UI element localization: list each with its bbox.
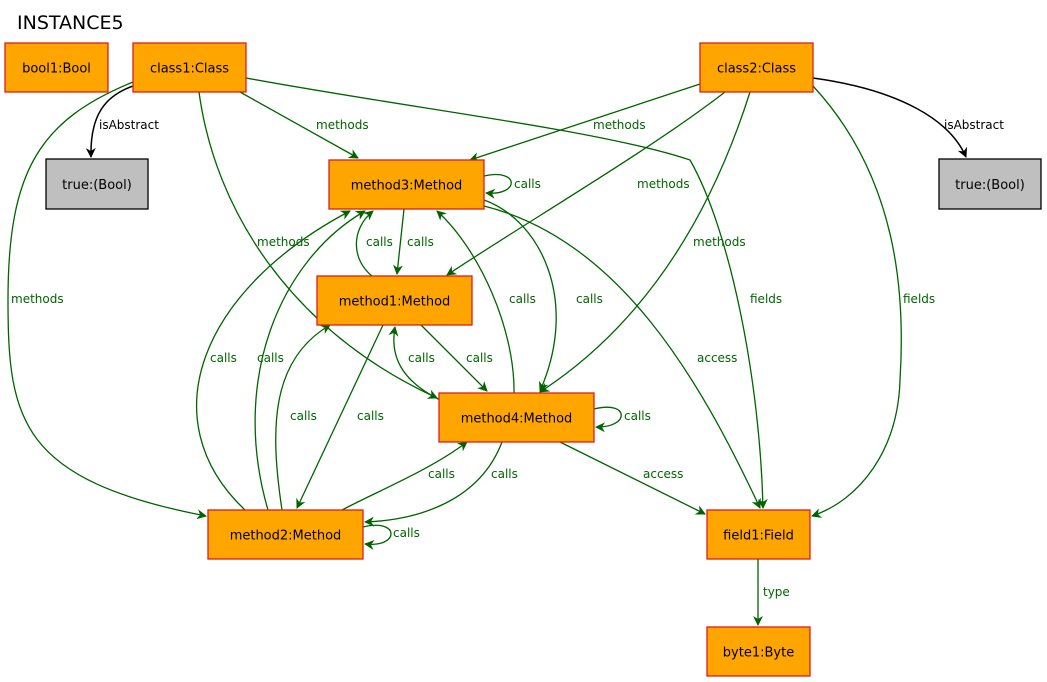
edge-method4-to-method1 [388, 326, 441, 401]
edge-method3-to-method4 [483, 199, 557, 392]
edge-method4-to-method4 [593, 406, 622, 433]
node-label-method3: method3:Method [351, 179, 463, 194]
node-box-byte1[interactable] [706, 626, 811, 677]
node-box-field1[interactable] [706, 509, 811, 560]
node-box-method3[interactable] [328, 159, 485, 210]
edge-label-calls: calls [366, 235, 393, 249]
edge-label-methods: methods [637, 177, 690, 191]
edge-label-calls: calls [491, 467, 518, 481]
edge-method2-to-method4 [341, 441, 468, 511]
node-label-method2: method2:Method [230, 529, 342, 544]
node-label-true1: true:(Bool) [62, 178, 132, 193]
node-box-class1[interactable] [132, 42, 247, 93]
node-class2[interactable]: class2:Class [699, 42, 814, 93]
edge-label-methods: methods [11, 292, 64, 306]
diagram-title: INSTANCE5 [17, 12, 124, 34]
node-label-true2: true:(Bool) [955, 178, 1025, 193]
edge-method2-to-method3 [196, 210, 351, 511]
edge-label-calls: calls [466, 351, 493, 365]
edge-label-fields: fields [750, 292, 782, 306]
edge-label-calls: calls [357, 409, 384, 423]
node-box-method4[interactable] [438, 392, 595, 443]
edges-layer [7, 77, 968, 626]
edge-class2-to-method3 [469, 83, 701, 162]
node-label-method1: method1:Method [339, 295, 451, 310]
edge-method1-to-method4 [420, 324, 488, 392]
edge-label-methods: methods [316, 118, 369, 132]
edge-label-methods: methods [693, 235, 746, 249]
node-box-true2[interactable] [938, 158, 1042, 210]
edge-label-calls: calls [514, 177, 541, 191]
node-box-true1[interactable] [45, 158, 149, 210]
edge-method4-to-field1 [559, 441, 706, 515]
edge-method4-to-method3 [436, 210, 515, 394]
edge-label-type: type [763, 585, 790, 599]
nodes-layer: bool1:Bool class1:Class class2:Class true:(… [4, 42, 1042, 677]
edge-class2-to-method4 [539, 91, 751, 393]
edge-method3-to-method1 [392, 208, 405, 275]
node-label-method4: method4:Method [461, 412, 573, 427]
node-label-byte1: byte1:Byte [723, 646, 794, 661]
edge-label-calls: calls [407, 235, 434, 249]
edge-method2-to-method1 [275, 324, 331, 511]
node-true2[interactable]: true:(Bool) [938, 158, 1042, 210]
node-method4[interactable]: method4:Method [438, 392, 595, 443]
node-class1[interactable]: class1:Class [132, 42, 247, 93]
edge-method2-to-method2 [362, 524, 392, 550]
edge-label-isAbstract: isAbstract [944, 118, 1004, 132]
node-true1[interactable]: true:(Bool) [45, 158, 149, 210]
edge-class1-to-method2 [7, 81, 207, 520]
edge-class2-to-field1 [811, 85, 902, 518]
edge-class2-to-true2 [812, 77, 968, 158]
node-method1[interactable]: method1:Method [316, 275, 473, 326]
node-method2[interactable]: method2:Method [207, 509, 364, 560]
edge-label-calls: calls [428, 467, 455, 481]
edge-class1-to-method3 [239, 91, 359, 159]
edge-method4-to-method2 [364, 441, 503, 527]
edge-label-calls: calls [509, 292, 536, 306]
edge-label-calls: calls [393, 526, 420, 540]
edge-label-fields: fields [903, 292, 935, 306]
edge-class1-to-method4 [198, 91, 438, 399]
edge-method3-to-method3 [483, 173, 512, 199]
edge-label-calls: calls [257, 351, 284, 365]
edge-label-access: access [643, 467, 683, 481]
node-field1[interactable]: field1:Field [706, 509, 811, 560]
edge-class1-to-true1 [85, 85, 134, 158]
node-label-class2: class2:Class [717, 62, 796, 77]
edge-label-calls: calls [624, 409, 651, 423]
node-label-field1: field1:Field [723, 529, 794, 544]
edge-class2-to-method1 [446, 91, 726, 276]
node-box-bool1[interactable] [4, 42, 109, 93]
edge-label-isAbstract: isAbstract [99, 118, 159, 132]
node-method3[interactable]: method3:Method [328, 159, 485, 210]
edge-label-access: access [697, 351, 737, 365]
node-byte1[interactable]: byte1:Byte [706, 626, 811, 677]
node-box-class2[interactable] [699, 42, 814, 93]
node-box-method1[interactable] [316, 275, 473, 326]
edge-labels-layer: isAbstract methods methods methods fields isA… [11, 118, 1004, 599]
edge-label-methods: methods [593, 118, 646, 132]
edge-label-calls: calls [408, 351, 435, 365]
edge-method1-to-method3 [355, 210, 374, 277]
edge-method3-to-field1 [483, 205, 761, 509]
edge-label-calls: calls [290, 409, 317, 423]
edge-class1-to-field1 [245, 77, 768, 509]
edge-method2-to-method3 [254, 210, 366, 511]
node-box-method2[interactable] [207, 509, 364, 560]
edge-label-calls: calls [576, 292, 603, 306]
node-label-class1: class1:Class [150, 62, 229, 77]
edge-label-methods: methods [257, 235, 310, 249]
node-bool1[interactable]: bool1:Bool [4, 42, 109, 93]
edge-label-calls: calls [210, 351, 237, 365]
node-label-bool1: bool1:Bool [22, 62, 91, 77]
edge-method1-to-method2 [296, 324, 384, 509]
